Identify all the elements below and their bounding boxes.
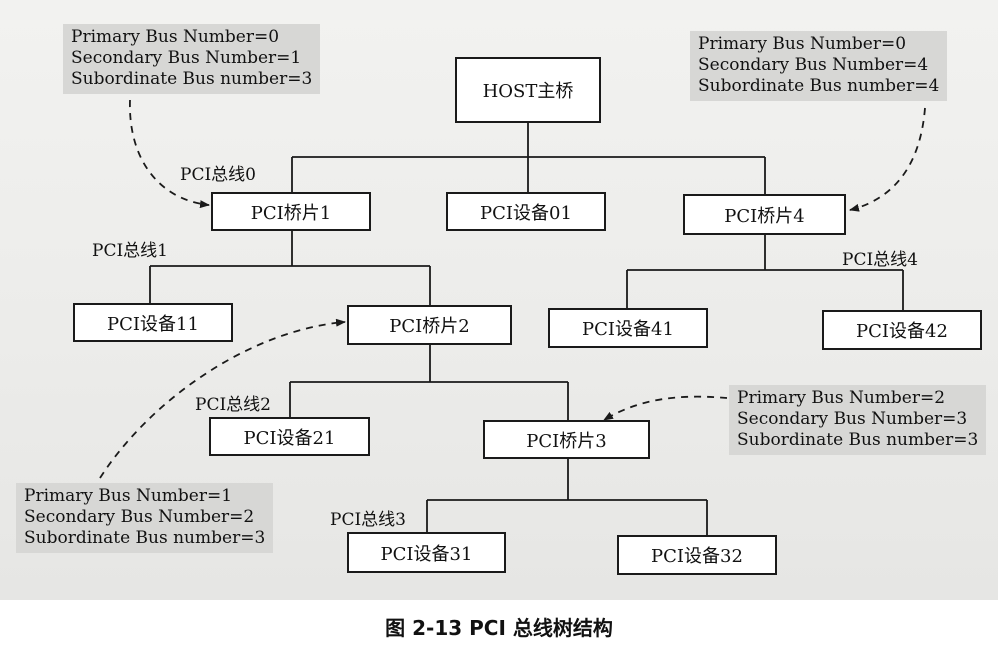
note-secondary-bus: Secondary Bus Number=3 bbox=[737, 409, 968, 429]
bus-4-label: PCI总线4 bbox=[842, 250, 918, 270]
note-arrow-bridge3 bbox=[603, 395, 728, 421]
note-primary-bus: Primary Bus Number=0 bbox=[698, 34, 907, 54]
pci-bridge-3-node: PCI桥片3 bbox=[483, 420, 650, 459]
pci-device-41-node: PCI设备41 bbox=[548, 308, 708, 348]
bridge2-bus-numbers-note: Primary Bus Number=1 Secondary Bus Numbe… bbox=[16, 483, 274, 553]
note-subordinate-bus: Subordinate Bus number=4 bbox=[698, 76, 940, 96]
note-arrow-bridge1 bbox=[129, 99, 210, 209]
pci-device-21-node: PCI设备21 bbox=[209, 417, 370, 456]
pci-bridge-1-node: PCI桥片1 bbox=[211, 192, 371, 231]
note-subordinate-bus: Subordinate Bus number=3 bbox=[737, 430, 979, 450]
figure-caption: 图 2-13 PCI 总线树结构 bbox=[385, 616, 613, 640]
bus-1-label: PCI总线1 bbox=[92, 241, 168, 261]
pci-device-42-node: PCI设备42 bbox=[822, 310, 982, 350]
bus-3-label: PCI总线3 bbox=[330, 510, 406, 530]
note-primary-bus: Primary Bus Number=0 bbox=[71, 27, 280, 47]
note-subordinate-bus: Subordinate Bus number=3 bbox=[71, 69, 313, 89]
note-arrow-bridge4 bbox=[849, 107, 926, 212]
note-subordinate-bus: Subordinate Bus number=3 bbox=[24, 528, 266, 548]
host-bridge-node: HOST主桥 bbox=[455, 57, 601, 123]
pci-device-01-node: PCI设备01 bbox=[446, 192, 606, 231]
note-secondary-bus: Secondary Bus Number=4 bbox=[698, 55, 929, 75]
pci-bridge-2-node: PCI桥片2 bbox=[347, 305, 512, 345]
note-primary-bus: Primary Bus Number=2 bbox=[737, 388, 946, 408]
bridge3-bus-numbers-note: Primary Bus Number=2 Secondary Bus Numbe… bbox=[729, 385, 987, 455]
bridge1-bus-numbers-note: Primary Bus Number=0 Secondary Bus Numbe… bbox=[63, 24, 321, 94]
note-secondary-bus: Secondary Bus Number=1 bbox=[71, 48, 302, 68]
pci-bridge-4-node: PCI桥片4 bbox=[683, 194, 846, 235]
bus-0-label: PCI总线0 bbox=[180, 165, 256, 185]
note-primary-bus: Primary Bus Number=1 bbox=[24, 486, 233, 506]
pci-device-32-node: PCI设备32 bbox=[617, 535, 777, 575]
pci-device-11-node: PCI设备11 bbox=[73, 303, 233, 342]
bridge4-bus-numbers-note: Primary Bus Number=0 Secondary Bus Numbe… bbox=[690, 31, 948, 101]
note-secondary-bus: Secondary Bus Number=2 bbox=[24, 507, 255, 527]
pci-device-31-node: PCI设备31 bbox=[347, 532, 506, 573]
bus-2-label: PCI总线2 bbox=[195, 395, 271, 415]
note-arrow-bridge2 bbox=[99, 318, 346, 479]
